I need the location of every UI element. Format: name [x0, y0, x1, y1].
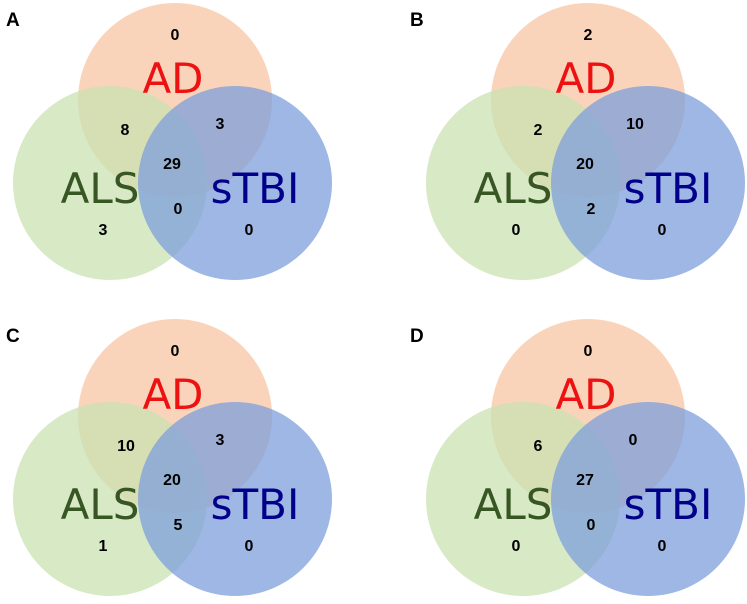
- stbi-circle: [551, 402, 745, 596]
- count-ad-only: 0: [584, 343, 593, 360]
- venn-panel-d: D AD ALS sTBI 0 6 0 27 0 0 0: [410, 319, 745, 596]
- count-all: 29: [163, 156, 181, 173]
- venn-panel-c: C AD ALS sTBI 0 10 3 20 5 1 0: [6, 319, 332, 596]
- panel-label: C: [6, 326, 20, 347]
- stbi-circle: [138, 402, 332, 596]
- ad-label: AD: [142, 370, 203, 419]
- count-ad-als: 2: [534, 122, 543, 139]
- count-als-stbi: 2: [587, 201, 596, 218]
- count-ad-stbi: 3: [216, 432, 225, 449]
- panel-label: A: [6, 10, 20, 31]
- ad-label: AD: [142, 54, 203, 103]
- venn-panel-a: A AD ALS sTBI 0 8 3 29 0 3 0: [6, 3, 332, 280]
- count-all: 20: [576, 156, 594, 173]
- count-stbi-only: 0: [245, 538, 254, 555]
- count-stbi-only: 0: [658, 538, 667, 555]
- count-ad-only: 2: [584, 27, 593, 44]
- count-ad-only: 0: [171, 343, 180, 360]
- stbi-label: sTBI: [624, 480, 713, 529]
- venn-panel-b: B AD ALS sTBI 2 2 10 20 2 0 0: [410, 3, 745, 280]
- count-all: 20: [163, 472, 181, 489]
- stbi-label: sTBI: [624, 164, 713, 213]
- count-all: 27: [576, 472, 594, 489]
- count-stbi-only: 0: [245, 222, 254, 239]
- stbi-circle: [138, 86, 332, 280]
- count-als-only: 3: [99, 222, 108, 239]
- count-ad-stbi: 0: [629, 432, 638, 449]
- als-label: ALS: [474, 480, 553, 529]
- ad-label: AD: [555, 370, 616, 419]
- count-als-only: 1: [99, 538, 108, 555]
- count-als-only: 0: [512, 222, 521, 239]
- ad-label: AD: [555, 54, 616, 103]
- count-ad-stbi: 10: [626, 116, 644, 133]
- als-label: ALS: [61, 480, 140, 529]
- count-ad-als: 6: [534, 438, 543, 455]
- panel-label: D: [410, 326, 424, 347]
- count-ad-als: 8: [121, 122, 130, 139]
- als-label: ALS: [474, 164, 553, 213]
- stbi-label: sTBI: [211, 164, 300, 213]
- count-als-only: 0: [512, 538, 521, 555]
- count-als-stbi: 0: [174, 201, 183, 218]
- als-label: ALS: [61, 164, 140, 213]
- stbi-label: sTBI: [211, 480, 300, 529]
- count-stbi-only: 0: [658, 222, 667, 239]
- count-als-stbi: 0: [587, 517, 596, 534]
- count-ad-als: 10: [117, 438, 135, 455]
- stbi-circle: [551, 86, 745, 280]
- count-ad-only: 0: [171, 27, 180, 44]
- count-ad-stbi: 3: [216, 116, 225, 133]
- count-als-stbi: 5: [174, 517, 183, 534]
- panel-label: B: [410, 10, 424, 31]
